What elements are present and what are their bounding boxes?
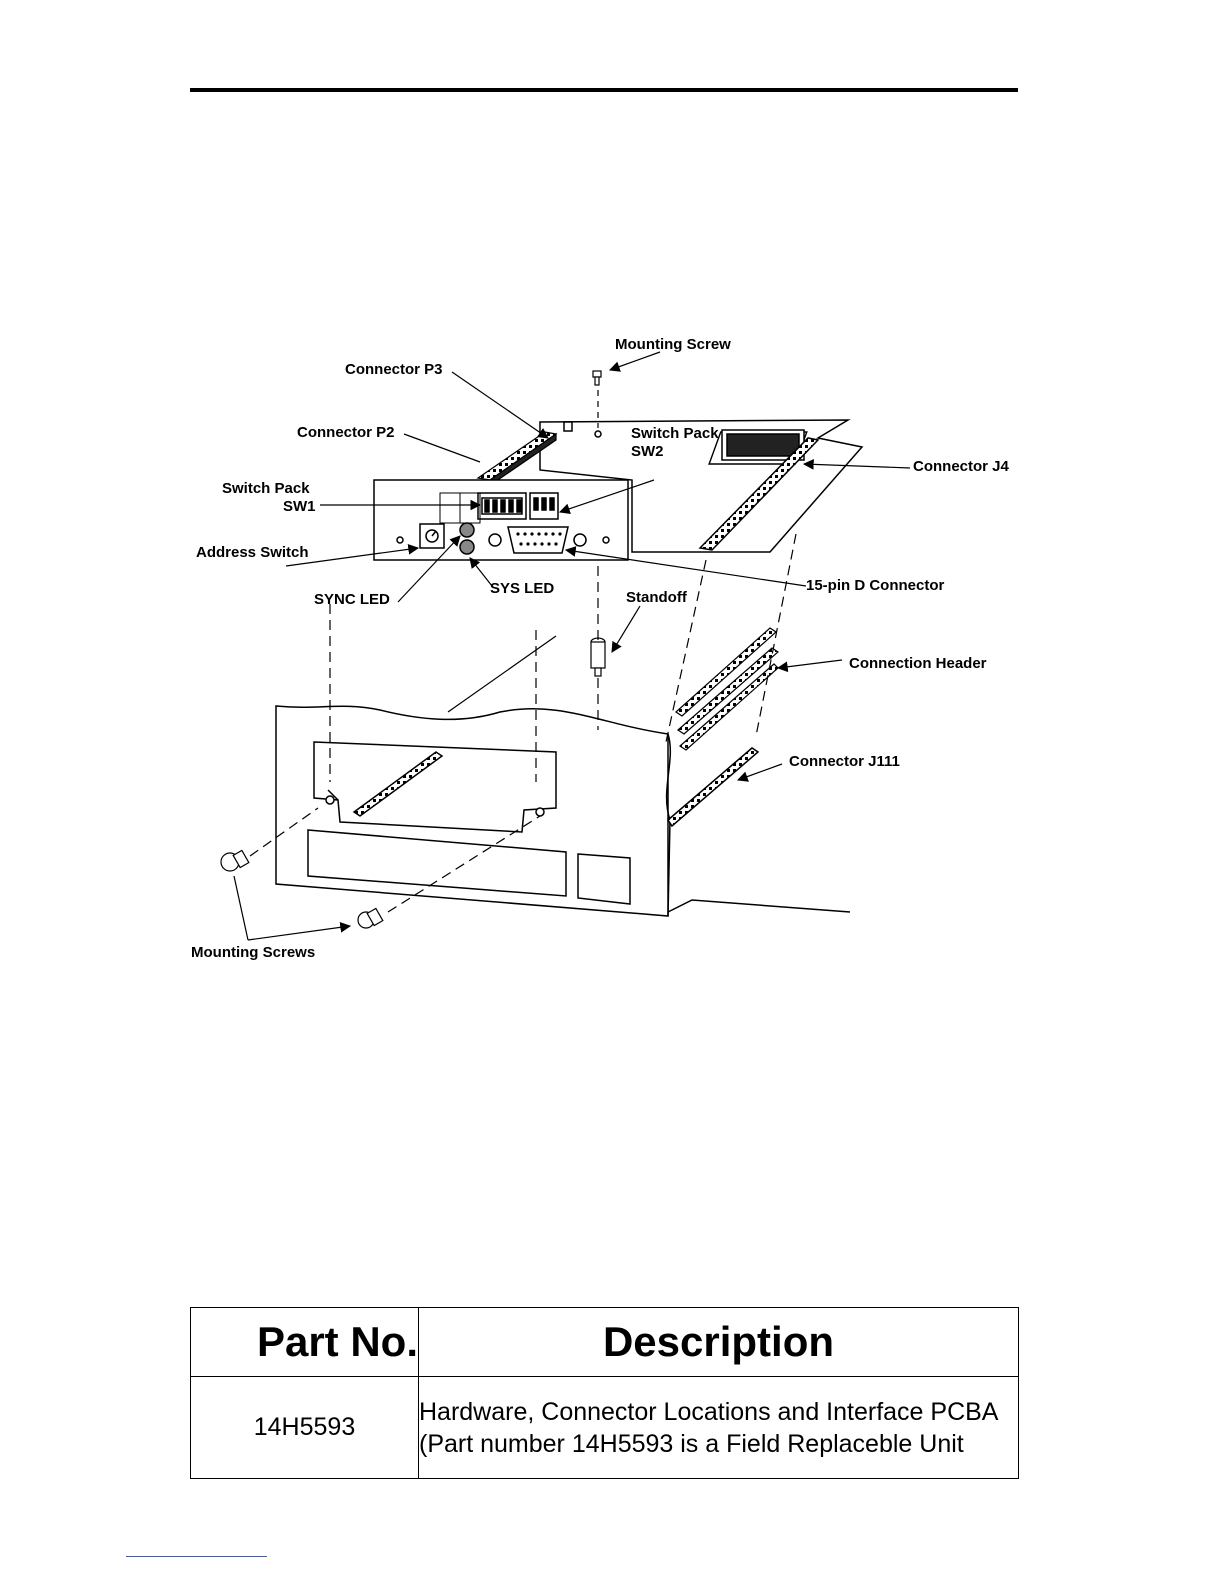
parts-table: Part No. Description 14H5593 Hardware, C… [190,1307,1019,1479]
header-part-no: Part No. [190,1307,419,1377]
label-address-switch: Address Switch [196,544,309,561]
chassis-panel [275,705,851,917]
label-switch-pack-sw1: Switch Pack [222,480,310,497]
label-sys-led: SYS LED [490,580,555,597]
label-standoff: Standoff [626,589,687,606]
diagram-drawing [220,351,911,941]
label-mounting-screw: Mounting Screw [615,336,731,353]
label-connector-j4: Connector J4 [913,458,1009,475]
cell-part-number: 14H5593 [190,1376,419,1479]
footer-link-underline [126,1556,267,1557]
label-connection-header: Connection Header [849,655,987,672]
label-15-pin-d-connector: 15-pin D Connector [806,577,945,594]
label-sync-led: SYNC LED [314,591,390,608]
table-row: 14H5593 Hardware, Connector Locations an… [190,1376,1019,1479]
label-sw1: SW1 [283,498,316,515]
label-connector-p2: Connector P2 [297,424,395,441]
label-switch-pack-sw2: Switch Pack [631,425,719,442]
header-rule [190,88,1018,92]
header-description: Description [418,1307,1019,1377]
label-connector-j111: Connector J111 [789,753,900,770]
label-mounting-screws: Mounting Screws [191,944,316,961]
label-connector-p3: Connector P3 [345,361,443,378]
bracket-panel [373,479,629,561]
exploded-hardware-diagram: Mounting Screw Connector P3 Connector P2… [191,336,1009,961]
label-sw2: SW2 [631,443,664,460]
cell-description: Hardware, Connector Locations and Interf… [418,1376,1019,1479]
interface-pcba [539,419,864,553]
table-header-row: Part No. Description [190,1307,1019,1377]
